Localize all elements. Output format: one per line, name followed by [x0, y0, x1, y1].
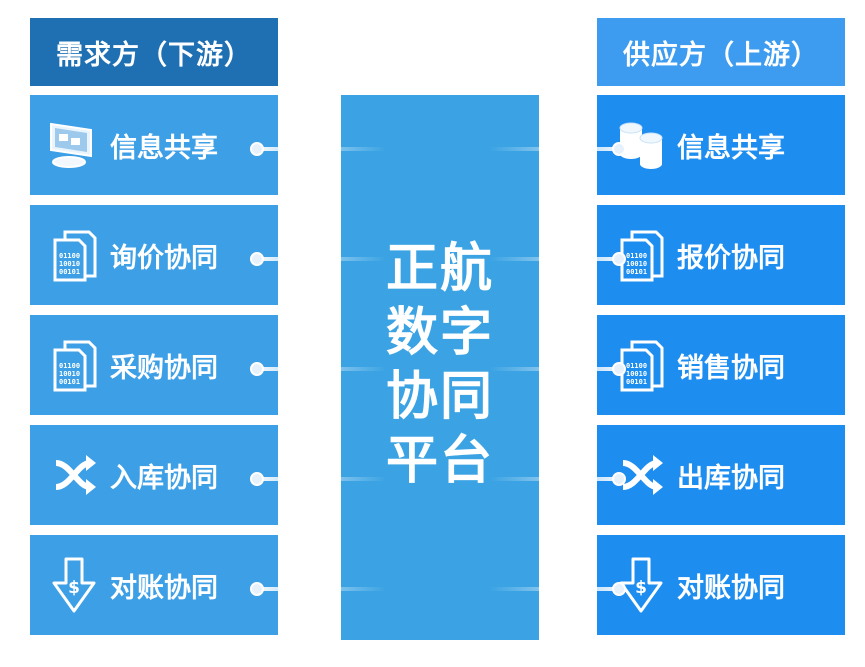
binary-document-icon: 01100 10010 00101	[613, 223, 669, 287]
connector-line	[490, 477, 622, 481]
connector-dot	[250, 142, 264, 156]
demand-card-purchase: 01100 10010 00101 采购协同	[30, 315, 278, 415]
supply-side-header-label: 供应方（上游）	[623, 39, 819, 71]
connector-line	[490, 147, 622, 151]
demand-card-inbound: 入库协同	[30, 425, 278, 525]
binary-document-icon: 01100 10010 00101	[46, 333, 102, 397]
demand-card-label: 对账协同	[110, 572, 218, 604]
connector-line	[256, 257, 386, 261]
connector-line	[256, 367, 386, 371]
svg-text:10010: 10010	[626, 370, 647, 378]
demand-side-header: 需求方（下游）	[30, 18, 278, 86]
platform-title: 正航 数字 协同 平台	[385, 237, 495, 493]
supply-card-label: 销售协同	[677, 352, 785, 384]
demand-side-header-label: 需求方（下游）	[56, 39, 252, 71]
demand-card-label: 询价协同	[110, 242, 218, 274]
svg-text:10010: 10010	[59, 260, 80, 268]
demand-card-info-sharing: 信息共享	[30, 95, 278, 195]
connector-line	[490, 367, 622, 371]
svg-text:$: $	[635, 578, 647, 598]
supply-side-header: 供应方（上游）	[597, 18, 845, 86]
computer-icon	[46, 113, 102, 177]
demand-card-reconciliation: $ 对账协同	[30, 535, 278, 635]
svg-text:10010: 10010	[59, 370, 80, 378]
svg-text:$: $	[68, 578, 80, 598]
supply-card-label: 对账协同	[677, 572, 785, 604]
connector-dot	[250, 362, 264, 376]
platform-title-line: 平台	[385, 430, 494, 491]
supply-card-sales: 01100 10010 00101 销售协同	[597, 315, 845, 415]
demand-card-label: 入库协同	[110, 462, 218, 494]
binary-document-icon: 01100 10010 00101	[46, 223, 102, 287]
supply-card-outbound: 出库协同	[597, 425, 845, 525]
connector-line	[256, 587, 386, 591]
platform-title-line: 数字	[385, 302, 494, 363]
svg-text:00101: 00101	[59, 268, 80, 276]
svg-text:01100: 01100	[59, 252, 80, 260]
demand-card-label: 信息共享	[110, 132, 218, 164]
platform-title-line: 正航	[385, 238, 494, 299]
connector-dot	[250, 582, 264, 596]
supply-card-info-sharing: 信息共享	[597, 95, 845, 195]
svg-text:10010: 10010	[626, 260, 647, 268]
svg-text:00101: 00101	[626, 268, 647, 276]
svg-text:01100: 01100	[626, 362, 647, 370]
shuffle-arrows-icon	[46, 443, 102, 507]
connector-dot	[612, 472, 626, 486]
connector-dot	[612, 142, 626, 156]
svg-text:01100: 01100	[59, 362, 80, 370]
connector-line	[490, 587, 622, 591]
svg-text:00101: 00101	[59, 378, 80, 386]
shuffle-arrows-icon	[613, 443, 669, 507]
dollar-arrow-icon: $	[613, 553, 669, 617]
connector-dot	[250, 252, 264, 266]
platform-title-line: 协同	[385, 366, 494, 427]
supply-card-label: 信息共享	[677, 132, 785, 164]
supply-card-reconciliation: $ 对账协同	[597, 535, 845, 635]
svg-text:01100: 01100	[626, 252, 647, 260]
dollar-arrow-icon: $	[46, 553, 102, 617]
connector-dot	[250, 472, 264, 486]
connector-line	[256, 147, 386, 151]
demand-card-label: 采购协同	[110, 352, 218, 384]
svg-text:00101: 00101	[626, 378, 647, 386]
supply-card-label: 报价协同	[677, 242, 785, 274]
supply-card-quotation: 01100 10010 00101 报价协同	[597, 205, 845, 305]
connector-line	[256, 477, 386, 481]
connector-dot	[612, 582, 626, 596]
connector-dot	[612, 252, 626, 266]
demand-card-inquiry: 01100 10010 00101 询价协同	[30, 205, 278, 305]
supply-card-label: 出库协同	[677, 462, 785, 494]
binary-document-icon: 01100 10010 00101	[613, 333, 669, 397]
connector-dot	[612, 362, 626, 376]
connector-line	[490, 257, 622, 261]
